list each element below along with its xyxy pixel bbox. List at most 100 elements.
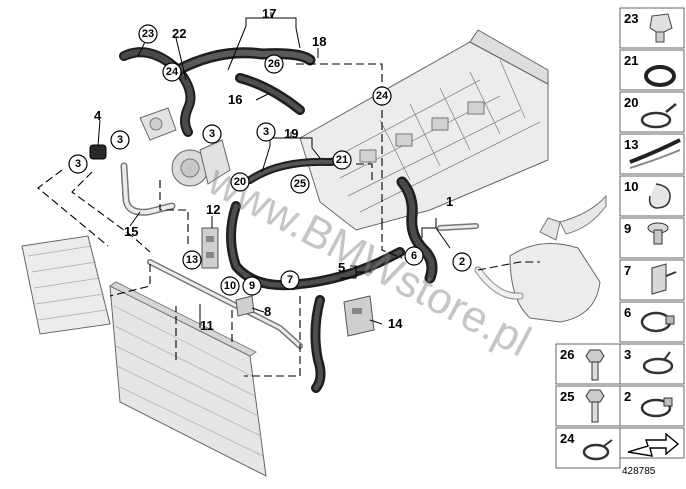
hose-group	[119, 47, 438, 393]
hose-strap-icon	[629, 138, 681, 169]
callout-14[interactable]: 14	[388, 316, 403, 331]
svg-text:7: 7	[287, 274, 293, 286]
svg-text:20: 20	[624, 95, 638, 110]
auxiliary-radiator	[21, 235, 111, 335]
legend-item-6[interactable]: 6	[619, 301, 685, 343]
hose-clip-icon	[648, 183, 671, 209]
bracket-12	[201, 227, 219, 269]
svg-text:21: 21	[624, 53, 638, 68]
legend-item-7[interactable]: 7	[619, 259, 685, 301]
callout-19[interactable]: 19	[284, 126, 298, 141]
bracket-14	[343, 295, 375, 337]
hose-clamp-icon	[640, 397, 673, 418]
assembly-dashed-lines	[37, 63, 540, 377]
svg-text:9: 9	[624, 221, 631, 236]
hex-bolt-icon	[585, 389, 605, 423]
diagram-number: 428785	[622, 466, 656, 477]
svg-text:3: 3	[624, 347, 631, 362]
svg-text:26: 26	[268, 58, 280, 70]
leader-lines	[97, 12, 451, 328]
expansion-tank	[474, 194, 607, 323]
callout-2[interactable]: 2	[452, 252, 472, 272]
legend-item-20[interactable]: 20	[619, 91, 685, 133]
svg-text:24: 24	[560, 431, 575, 446]
svg-text:25: 25	[294, 178, 306, 190]
expanding-rivet-icon	[647, 222, 669, 245]
callout-11[interactable]: 11	[200, 318, 214, 333]
svg-text:23: 23	[142, 28, 154, 40]
callout-24-upper[interactable]: 24	[162, 62, 182, 82]
legend-item-26[interactable]: 26	[555, 343, 621, 385]
svg-text:26: 26	[560, 347, 574, 362]
callout-7[interactable]: 7	[280, 270, 300, 290]
svg-text:2: 2	[624, 389, 631, 404]
callout-23[interactable]: 23	[138, 24, 158, 44]
legend-item-21[interactable]: 21	[619, 49, 685, 91]
callout-21[interactable]: 21	[332, 150, 352, 170]
direction-arrow-icon	[627, 432, 680, 457]
legend-item-13[interactable]: 13	[619, 133, 685, 175]
callout-1[interactable]: 1	[446, 194, 453, 209]
callout-17[interactable]: 17	[262, 6, 276, 21]
callout-3-upper[interactable]: 3	[110, 130, 130, 150]
spring-band-clamp-icon	[642, 351, 674, 375]
callout-8[interactable]: 8	[264, 304, 271, 319]
callout-15[interactable]: 15	[124, 224, 138, 239]
svg-text:6: 6	[411, 250, 417, 262]
svg-text:13: 13	[624, 137, 638, 152]
callout-26[interactable]: 26	[264, 54, 284, 74]
legend-item-23[interactable]: 23	[619, 7, 685, 49]
o-ring-seal-icon	[644, 65, 676, 87]
svg-text:20: 20	[234, 176, 246, 188]
svg-text:21: 21	[336, 154, 348, 166]
svg-text:3: 3	[263, 126, 269, 138]
callout-4[interactable]: 4	[94, 108, 102, 123]
coolant-pipes	[120, 162, 479, 349]
callout-18[interactable]: 18	[312, 34, 326, 49]
svg-text:9: 9	[249, 280, 255, 292]
callout-3-pump[interactable]: 3	[202, 124, 222, 144]
callout-25[interactable]: 25	[290, 174, 310, 194]
callout-5[interactable]: 5	[338, 260, 345, 275]
callout-3-mid[interactable]: 3	[256, 122, 276, 142]
svg-text:6: 6	[624, 305, 631, 320]
legend-item-25[interactable]: 25	[555, 385, 621, 427]
legend-item-10[interactable]: 10	[619, 175, 685, 217]
svg-text:10: 10	[224, 280, 236, 292]
hose-clamp-icon	[640, 311, 675, 333]
callout-13[interactable]: 13	[182, 250, 202, 270]
callout-22[interactable]: 22	[172, 26, 186, 41]
svg-text:2: 2	[459, 256, 465, 268]
callout-16[interactable]: 16	[228, 92, 242, 107]
svg-text:10: 10	[624, 179, 638, 194]
svg-text:24: 24	[166, 66, 179, 78]
svg-text:23: 23	[624, 11, 638, 26]
svg-text:3: 3	[209, 128, 215, 140]
svg-text:24: 24	[376, 90, 389, 102]
callout-10[interactable]: 10	[220, 276, 240, 296]
callout-6[interactable]: 6	[404, 246, 424, 266]
legend-item-arrow	[619, 427, 685, 459]
svg-text:13: 13	[186, 254, 198, 266]
svg-text:3: 3	[75, 158, 81, 170]
holder-clip-icon	[651, 263, 677, 295]
main-radiator	[109, 281, 267, 477]
legend-item-2[interactable]: 2	[619, 385, 685, 427]
callout-24-right[interactable]: 24	[372, 86, 392, 106]
callout-9[interactable]: 9	[242, 276, 262, 296]
legend-item-9[interactable]: 9	[619, 217, 685, 259]
legend-item-3[interactable]: 3	[619, 343, 685, 385]
engine-mount	[89, 144, 107, 160]
hex-bolt-washer-icon	[585, 349, 605, 381]
thermostat-housing	[139, 107, 177, 141]
legend-item-24[interactable]: 24	[555, 427, 621, 469]
callout-20[interactable]: 20	[230, 172, 250, 192]
callout-12[interactable]: 12	[206, 202, 220, 217]
svg-text:3: 3	[117, 134, 123, 146]
spring-hose-clamp-icon	[640, 103, 677, 129]
callout-3-left[interactable]: 3	[68, 154, 88, 174]
clamp-icon	[582, 439, 613, 461]
engine-block	[299, 29, 549, 231]
bracket-8	[235, 295, 255, 317]
